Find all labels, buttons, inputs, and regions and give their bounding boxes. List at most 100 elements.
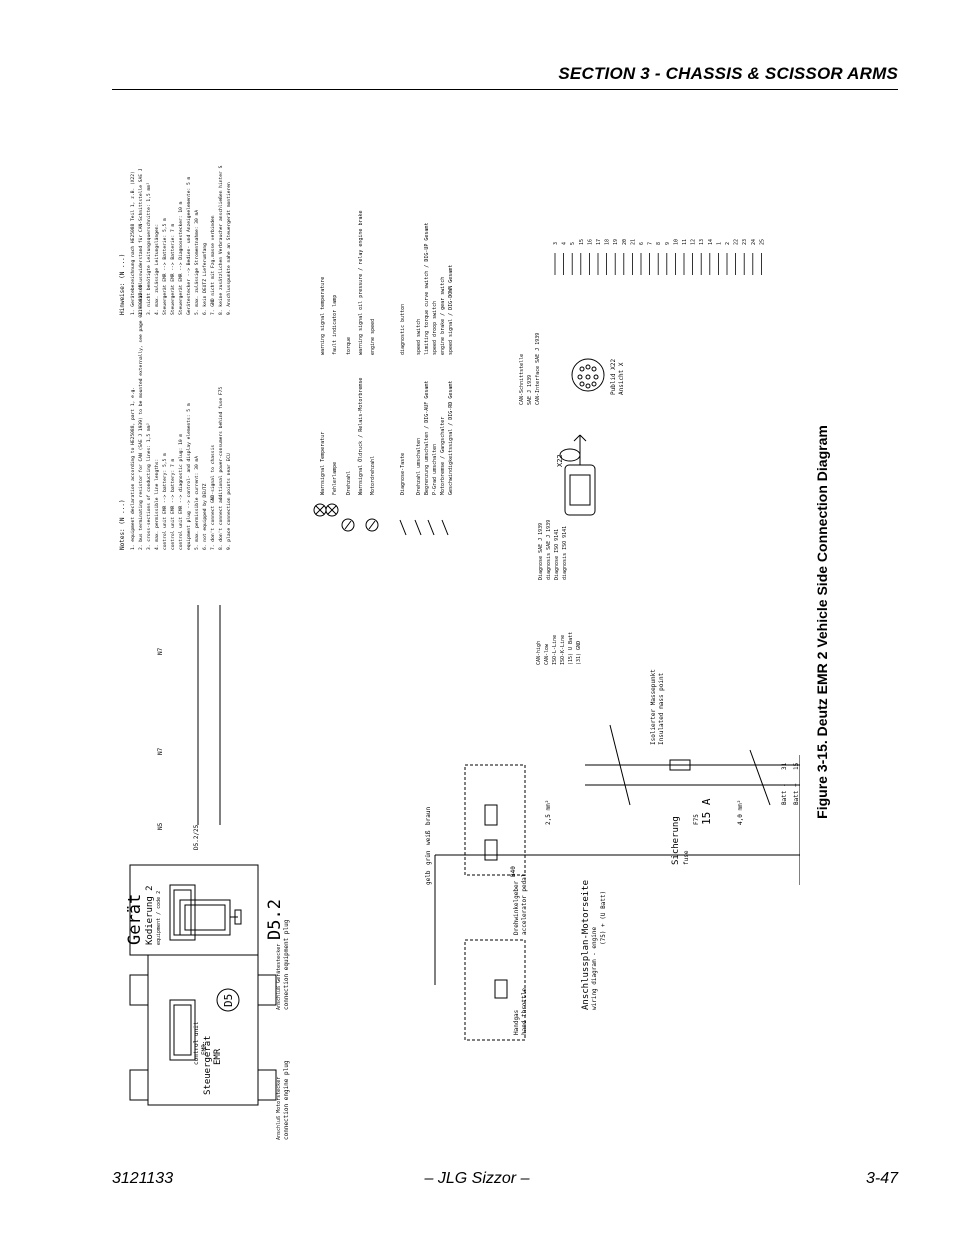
ecu-en2: EMR: [201, 1044, 208, 1055]
note-line: Gerätestecker --> Bedien- und Anzeigeele…: [186, 176, 192, 315]
diag-signal: diagnosis SAE J 1939: [546, 520, 552, 580]
pin-label: 2: [725, 242, 731, 245]
note-line: 9. place connection points near ECU: [226, 453, 232, 550]
pin-label: 16: [587, 239, 593, 245]
wire-25: 2,5 mm²: [545, 800, 552, 825]
plug-right-de: Anschluß Gerätestecker: [276, 944, 282, 1010]
pedal-label-de: Drehwinkelgeber: [513, 880, 520, 935]
harness-label-en: wiring diagram - engine: [591, 927, 598, 1010]
indicator-en: engine speed: [370, 319, 376, 355]
indicator-de: Drehzahl: [346, 471, 352, 495]
battery-minus: Batt -: [781, 783, 788, 805]
note-line: 6. not equipped by DEUTZ: [202, 483, 208, 550]
signal-wires: [554, 253, 762, 275]
diag-signal: Diagnose SAE J 1939: [538, 523, 544, 580]
pedal-wire: gelb: [425, 870, 432, 885]
note-line: control unit EMR --> battery: 7 m: [170, 458, 176, 550]
switch-de: Begrenzung umschalten / DIG-AUF Gesamt: [424, 381, 430, 495]
pin-label: 20: [622, 239, 628, 245]
fuse-rating: 15 A: [700, 798, 713, 825]
diag-signal: Diagnose ISO 9141: [554, 529, 560, 580]
harness-lines: [434, 724, 800, 1041]
pin-label: 6: [639, 242, 645, 245]
pin-label: 21: [630, 239, 636, 245]
notes-de: 1. Gerätebezeichnung nach HE25088 Teil 1…: [130, 165, 232, 315]
term-31: 31: [781, 762, 788, 770]
can-wire: CAN-low: [544, 643, 550, 665]
pedal-label-en: accelerator pedal: [521, 873, 528, 935]
hand-throttle-en: hand throttle: [521, 988, 528, 1035]
pin-column: [197, 605, 221, 825]
note-line: 8. keine zusätzlichen Verbraucher anschl…: [218, 165, 224, 315]
ecu-pin-label: N5: [157, 822, 164, 830]
fuse-tag: F75: [693, 814, 700, 825]
switch-de: Geschwindigkeitssignal / DIG-RD Gesamt: [448, 381, 454, 495]
can-wire: ISO-K-Line: [560, 635, 566, 665]
pin-label: 12: [691, 239, 697, 245]
isolated-de: Isolierter Massepunkt: [650, 669, 657, 745]
plug-left-de: Anschluß Motorstecker: [276, 1077, 282, 1140]
note-line: equipment plug --> control- and display …: [186, 403, 192, 550]
switch-en: diagnostic button: [400, 304, 406, 355]
socket-view: Ansicht X: [618, 362, 625, 395]
note-line: 5. max. permissible current: 30 mA: [194, 456, 200, 550]
plug-left-en: connection engine plug: [283, 1060, 290, 1140]
pedal-wire: grün: [425, 850, 432, 865]
can-label: CAN-Schnittstelle: [519, 354, 525, 405]
pin-label: 4: [562, 242, 568, 245]
note-line: 8. don't connect additional power-consum…: [218, 387, 224, 550]
pin-label: 9: [665, 242, 671, 245]
note-line: Steuergerät EMR --> Batterie: 7 m: [170, 223, 176, 315]
switch-en: speed droop switch: [432, 301, 438, 355]
can-interface: CAN-Interface SAE J 1939: [535, 333, 541, 405]
can-wire: (15) U Batt: [568, 632, 574, 665]
pin-label: 1: [716, 242, 722, 245]
ecu-type: EMR: [213, 1048, 223, 1065]
pin-label: 23: [742, 239, 748, 245]
can-wire: ISO-L-Line: [552, 635, 558, 665]
note-line: 5. max. zulässige Stromentnahme: 30 mA: [194, 210, 200, 315]
ecu-en: control unit: [193, 1021, 200, 1065]
ecu-name: Steuergerät: [203, 1035, 213, 1095]
fuse-label-en: fuse: [683, 850, 690, 865]
pin-label: 3: [553, 242, 559, 245]
indicator-de: Fehlerlampe: [332, 462, 338, 495]
device-title: Gerät: [125, 894, 145, 945]
indicator-en: torque: [346, 337, 352, 355]
hand-throttle-de: Handgas: [513, 1009, 520, 1035]
wire-40: 4,0 mm²: [737, 800, 744, 825]
pin-label: 19: [613, 239, 619, 245]
note-line: 1. equipment declaration according to HE…: [130, 387, 136, 550]
switch-en: engine brake / gear switch: [440, 277, 446, 355]
page-number: 3-47: [865, 1170, 898, 1187]
switch-de: Diagnose-Taste: [400, 453, 406, 495]
section-title: SECTION 3 - CHASSIS & SCISSOR ARMS: [558, 64, 898, 83]
ecu-pin-label: D5.2/25: [193, 824, 200, 850]
pin-label: 18: [605, 239, 611, 245]
device-coding: Kodierung 2: [145, 885, 155, 945]
can-sae: SAE J 1939: [527, 375, 533, 405]
x22-label: X22: [556, 454, 564, 467]
pedal-wires: braun weiß grün gelb: [425, 807, 432, 885]
pin-label: 24: [751, 239, 757, 245]
pin-label: 11: [682, 239, 688, 245]
switch-en: speed switch: [416, 319, 422, 355]
note-line: 6. kein DEUTZ Lieferumfang: [202, 243, 208, 315]
wiring-diagram: Steuergerät EMR control unit EMR D5 Ansc…: [119, 165, 800, 1140]
ecu-pin-label: N7: [157, 647, 164, 655]
term-30: (75) + (U Batt): [600, 891, 607, 945]
pin-label: 10: [673, 239, 679, 245]
indicator-en: warning signal oil pressure / relay engi…: [358, 211, 364, 356]
pedal-wire: weiß: [425, 830, 432, 845]
can-wire: CAN-high: [536, 641, 542, 665]
note-line: Steuergerät EMR --> Diagnosestecker: 10 …: [178, 201, 184, 315]
notes-en-title: Notes: (N ...): [119, 499, 126, 550]
can-wire: (31) GND: [576, 641, 582, 665]
pin-label: 13: [699, 239, 705, 245]
notes-de-title: Hinweise: (N ...): [119, 254, 126, 315]
pin-label: 8: [656, 242, 662, 245]
notes-en: 1. equipment declaration according to HE…: [130, 284, 232, 550]
pin-label: 25: [759, 239, 765, 245]
indicator-en: fault indicator lamp: [332, 295, 338, 355]
